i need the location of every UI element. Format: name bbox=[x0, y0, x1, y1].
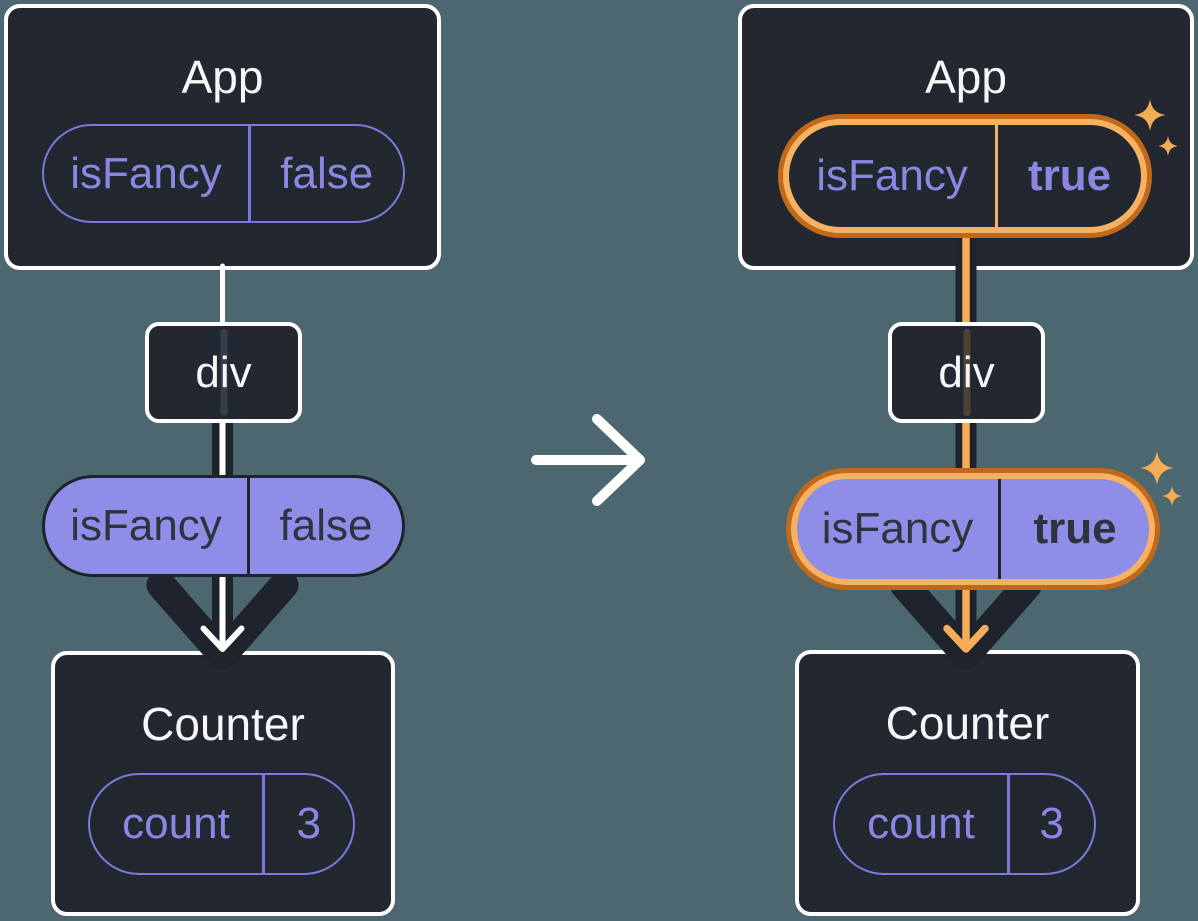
highlight-ring: isFancy true bbox=[791, 473, 1155, 585]
pill-divider bbox=[995, 125, 998, 227]
pill-divider bbox=[262, 775, 265, 873]
left-passed-prop-pill: isFancy false bbox=[42, 475, 405, 577]
state-name: isFancy bbox=[816, 151, 968, 200]
sparkle-icon bbox=[1134, 99, 1166, 131]
pill-divider bbox=[998, 479, 1001, 579]
prop-value: false bbox=[279, 501, 373, 550]
state-value: false bbox=[280, 148, 374, 198]
state-name: count bbox=[867, 799, 975, 848]
pill-divider bbox=[247, 478, 250, 574]
right-app-state-pill-highlighted: isFancy true bbox=[778, 114, 1152, 238]
state-name: count bbox=[122, 799, 230, 848]
prop-name: isFancy bbox=[70, 501, 222, 550]
node-label: div bbox=[938, 347, 995, 397]
pill-divider bbox=[1007, 775, 1010, 873]
right-div-node: div bbox=[888, 322, 1045, 423]
state-value: true bbox=[1027, 151, 1112, 200]
line-through-node bbox=[220, 329, 227, 416]
pill-divider bbox=[248, 126, 251, 221]
left-counter-state-pill: count 3 bbox=[88, 773, 355, 875]
left-app-state-pill: isFancy false bbox=[42, 124, 405, 223]
component-title: App bbox=[925, 51, 1007, 103]
right-passed-prop-pill-highlighted: isFancy true bbox=[786, 468, 1160, 590]
component-title: App bbox=[181, 51, 264, 103]
component-title: Counter bbox=[141, 698, 305, 750]
prop-value: true bbox=[1033, 504, 1117, 553]
component-title: Counter bbox=[885, 697, 1050, 749]
left-div-node: div bbox=[145, 322, 302, 423]
state-name: isFancy bbox=[70, 148, 222, 198]
sparkle-icon bbox=[1140, 451, 1174, 485]
state-value: 3 bbox=[296, 799, 321, 848]
sparkle-icon bbox=[1158, 136, 1178, 156]
transition-arrow-icon bbox=[531, 414, 645, 506]
node-label: div bbox=[195, 347, 252, 397]
state-value: 3 bbox=[1039, 799, 1064, 848]
right-counter-state-pill: count 3 bbox=[833, 773, 1096, 875]
prop-name: isFancy bbox=[821, 504, 974, 553]
line-through-node bbox=[963, 329, 970, 416]
highlight-ring: isFancy true bbox=[783, 119, 1147, 233]
sparkle-icon bbox=[1162, 486, 1182, 506]
